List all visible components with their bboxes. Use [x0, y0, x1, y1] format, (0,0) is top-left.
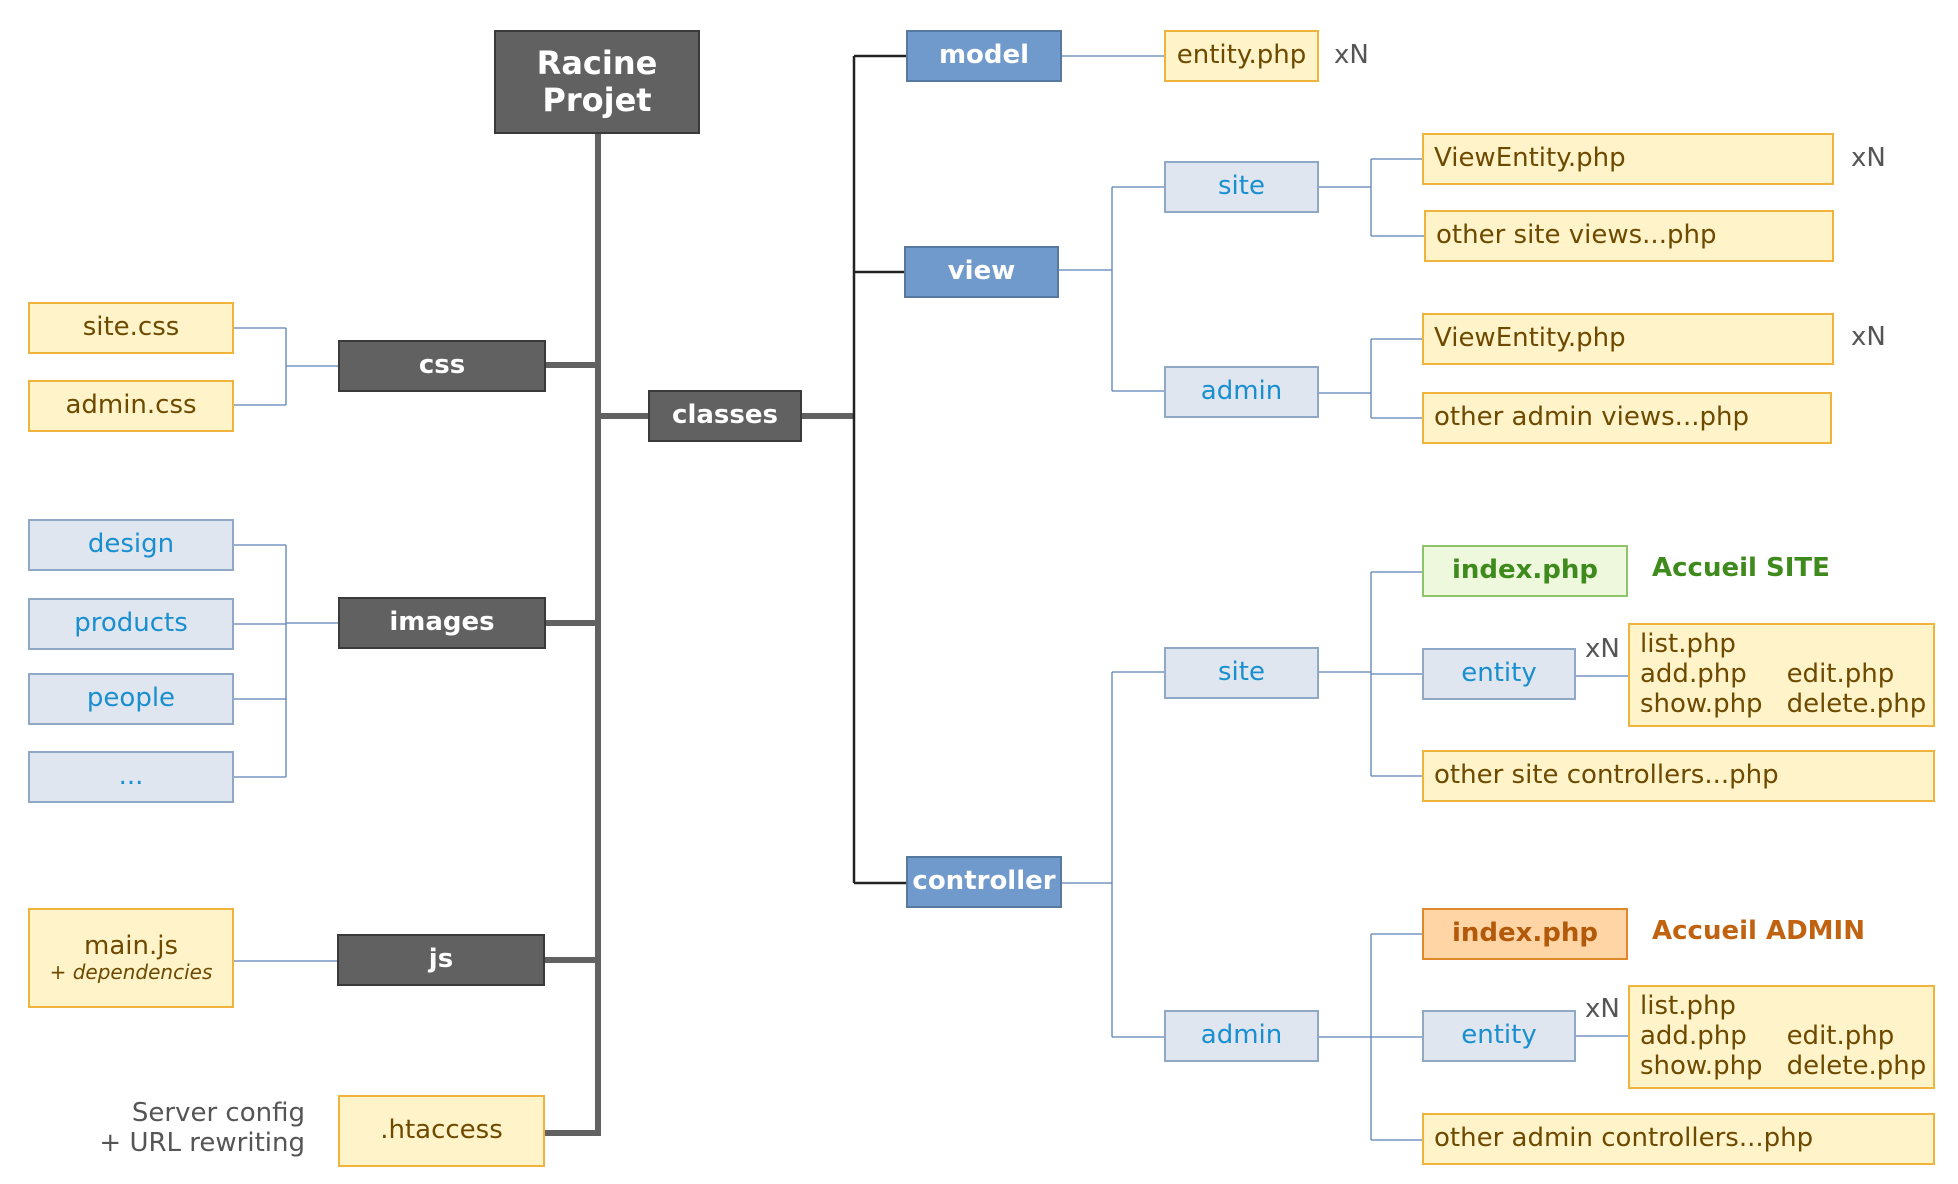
site-entity-multiplier: xN	[1585, 634, 1620, 664]
view-site-multiplier: xN	[1851, 143, 1886, 173]
controller-site-folder[interactable]: site	[1164, 647, 1319, 699]
view-site-entity-file[interactable]: ViewEntity.php	[1422, 133, 1834, 185]
css-folder[interactable]: css	[338, 340, 546, 392]
admin-css-file[interactable]: admin.css	[28, 380, 234, 432]
htaccess-file[interactable]: .htaccess	[338, 1095, 545, 1167]
edit-file: edit.php	[1786, 659, 1895, 689]
view-admin-other-file[interactable]: other admin views...php	[1422, 392, 1832, 444]
view-admin-multiplier: xN	[1851, 322, 1886, 352]
delete-file: delete.php	[1786, 1051, 1927, 1081]
admin-entity-multiplier: xN	[1585, 994, 1620, 1024]
admin-entity-file-list: list.php add.php edit.php show.php delet…	[1640, 991, 1926, 1081]
more-folders[interactable]: ...	[28, 751, 234, 803]
model-folder[interactable]: model	[906, 30, 1062, 82]
add-file: add.php	[1640, 659, 1747, 689]
people-folder[interactable]: people	[28, 673, 234, 725]
view-site-folder[interactable]: site	[1164, 161, 1319, 213]
admin-index-label: Accueil ADMIN	[1652, 916, 1865, 946]
admin-entity-files[interactable]: list.php add.php edit.php show.php delet…	[1628, 985, 1935, 1089]
show-file: show.php	[1640, 689, 1763, 719]
site-entity-file-list: list.php add.php edit.php show.php delet…	[1640, 629, 1926, 719]
admin-index-file[interactable]: index.php	[1422, 908, 1628, 960]
model-multiplier: xN	[1334, 40, 1369, 70]
list-file: list.php	[1640, 991, 1736, 1021]
admin-other-controllers-file[interactable]: other admin controllers...php	[1422, 1113, 1935, 1165]
delete-file: delete.php	[1786, 689, 1927, 719]
site-other-controllers-file[interactable]: other site controllers...php	[1422, 750, 1935, 802]
show-file: show.php	[1640, 1051, 1763, 1081]
site-entity-files[interactable]: list.php add.php edit.php show.php delet…	[1628, 623, 1935, 727]
server-config-note: Server config + URL rewriting	[99, 1098, 305, 1158]
js-folder[interactable]: js	[337, 934, 545, 986]
site-entity-folder[interactable]: entity	[1422, 648, 1576, 700]
entity-php-file[interactable]: entity.php	[1164, 30, 1319, 82]
controller-admin-folder[interactable]: admin	[1164, 1010, 1319, 1062]
view-admin-entity-file[interactable]: ViewEntity.php	[1422, 313, 1834, 365]
admin-entity-folder[interactable]: entity	[1422, 1010, 1576, 1062]
view-folder[interactable]: view	[904, 246, 1059, 298]
products-folder[interactable]: products	[28, 598, 234, 650]
images-folder[interactable]: images	[338, 597, 546, 649]
site-index-label: Accueil SITE	[1652, 553, 1830, 583]
root-node[interactable]: Racine Projet	[494, 30, 700, 134]
view-site-other-file[interactable]: other site views...php	[1424, 210, 1834, 262]
main-js-label: main.js	[84, 930, 178, 961]
site-index-file[interactable]: index.php	[1422, 545, 1628, 597]
add-file: add.php	[1640, 1021, 1747, 1051]
site-css-file[interactable]: site.css	[28, 302, 234, 354]
view-admin-folder[interactable]: admin	[1164, 366, 1319, 418]
main-js-dependencies: + dependencies	[49, 960, 213, 985]
controller-folder[interactable]: controller	[906, 856, 1062, 908]
classes-folder[interactable]: classes	[648, 390, 802, 442]
main-js-file[interactable]: main.js + dependencies	[28, 908, 234, 1008]
list-file: list.php	[1640, 629, 1736, 659]
design-folder[interactable]: design	[28, 519, 234, 571]
edit-file: edit.php	[1786, 1021, 1895, 1051]
